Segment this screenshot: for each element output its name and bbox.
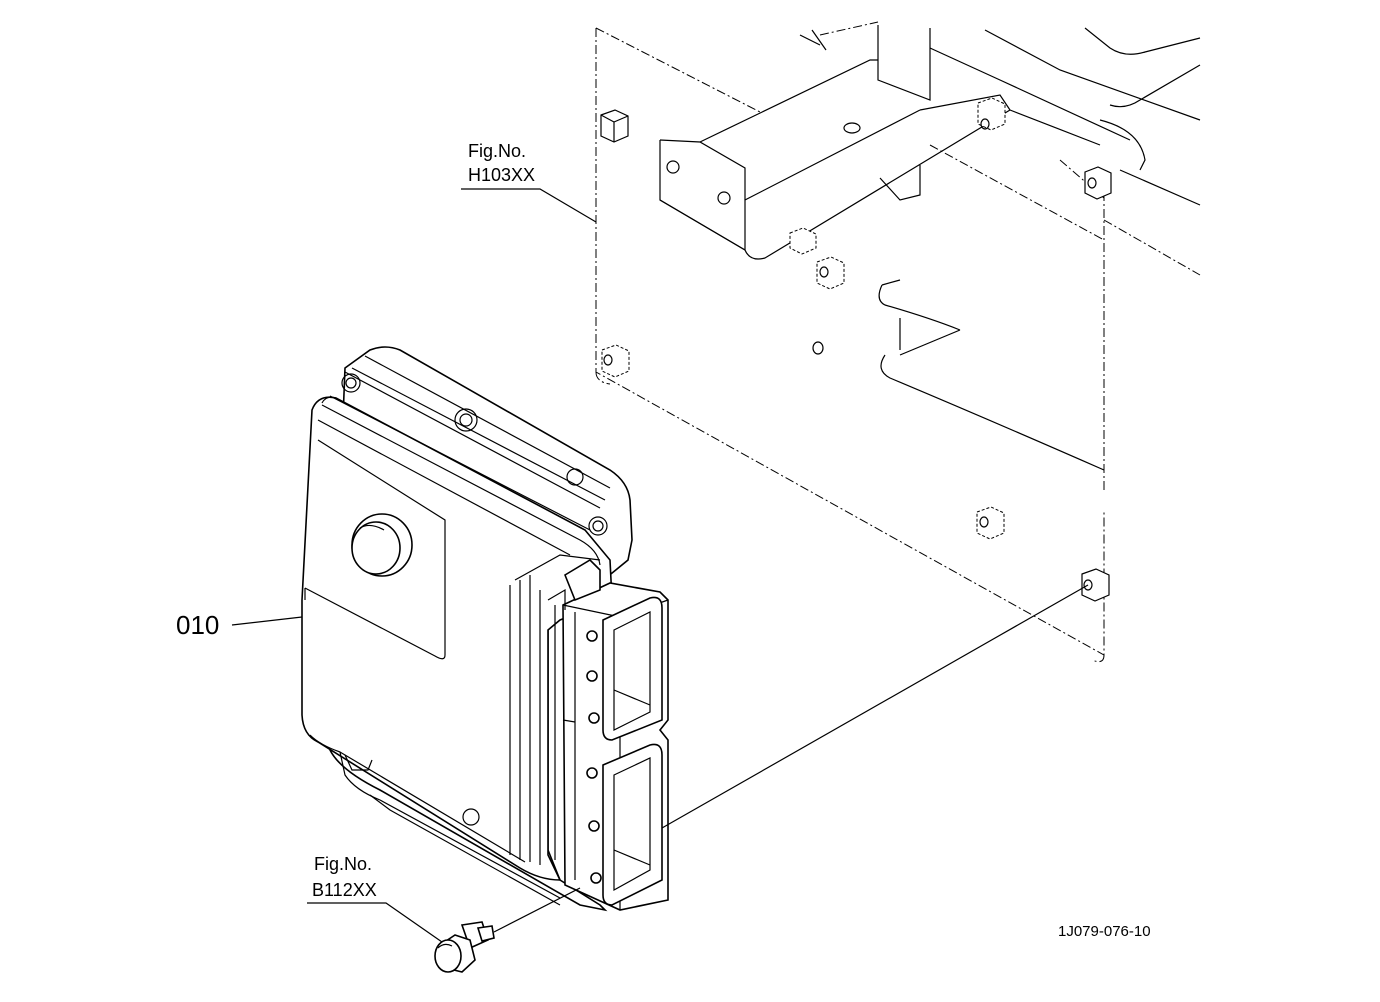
weld-nut-2 [977, 97, 1006, 131]
mounting-plate [595, 21, 1201, 663]
bracket-ref-line1: Fig.No. [468, 141, 526, 161]
bracket-ref-leader [461, 188, 597, 223]
bolt-ref-leader [307, 902, 443, 943]
weld-nut-4 [789, 227, 817, 255]
callout-bracket-ref: Fig.No. H103XX [461, 141, 597, 223]
bracket-ref-line2: H103XX [468, 165, 535, 185]
ecu-part-number: 010 [176, 610, 219, 640]
ecu-connector [547, 558, 669, 911]
ecu-part-leader [231, 616, 303, 626]
ecu-unit [301, 346, 633, 912]
weld-nut-8 [1081, 568, 1110, 602]
mounting-bolt [434, 921, 495, 973]
bolt-ref-line2: B112XX [312, 880, 377, 900]
weld-nut-1 [600, 109, 629, 143]
weld-nut-7 [976, 506, 1005, 540]
callout-ecu-part: 010 [176, 610, 303, 640]
weld-nut-6 [601, 344, 630, 378]
weld-nut-5 [816, 256, 845, 290]
bolt-ref-line1: Fig.No. [314, 854, 372, 874]
breather-cap [351, 513, 413, 577]
assembly-lines [493, 584, 1089, 933]
weld-nut-3 [1084, 166, 1112, 200]
callout-bolt-ref: Fig.No. B112XX [307, 854, 443, 943]
drawing-code: 1J079-076-10 [1058, 923, 1151, 940]
